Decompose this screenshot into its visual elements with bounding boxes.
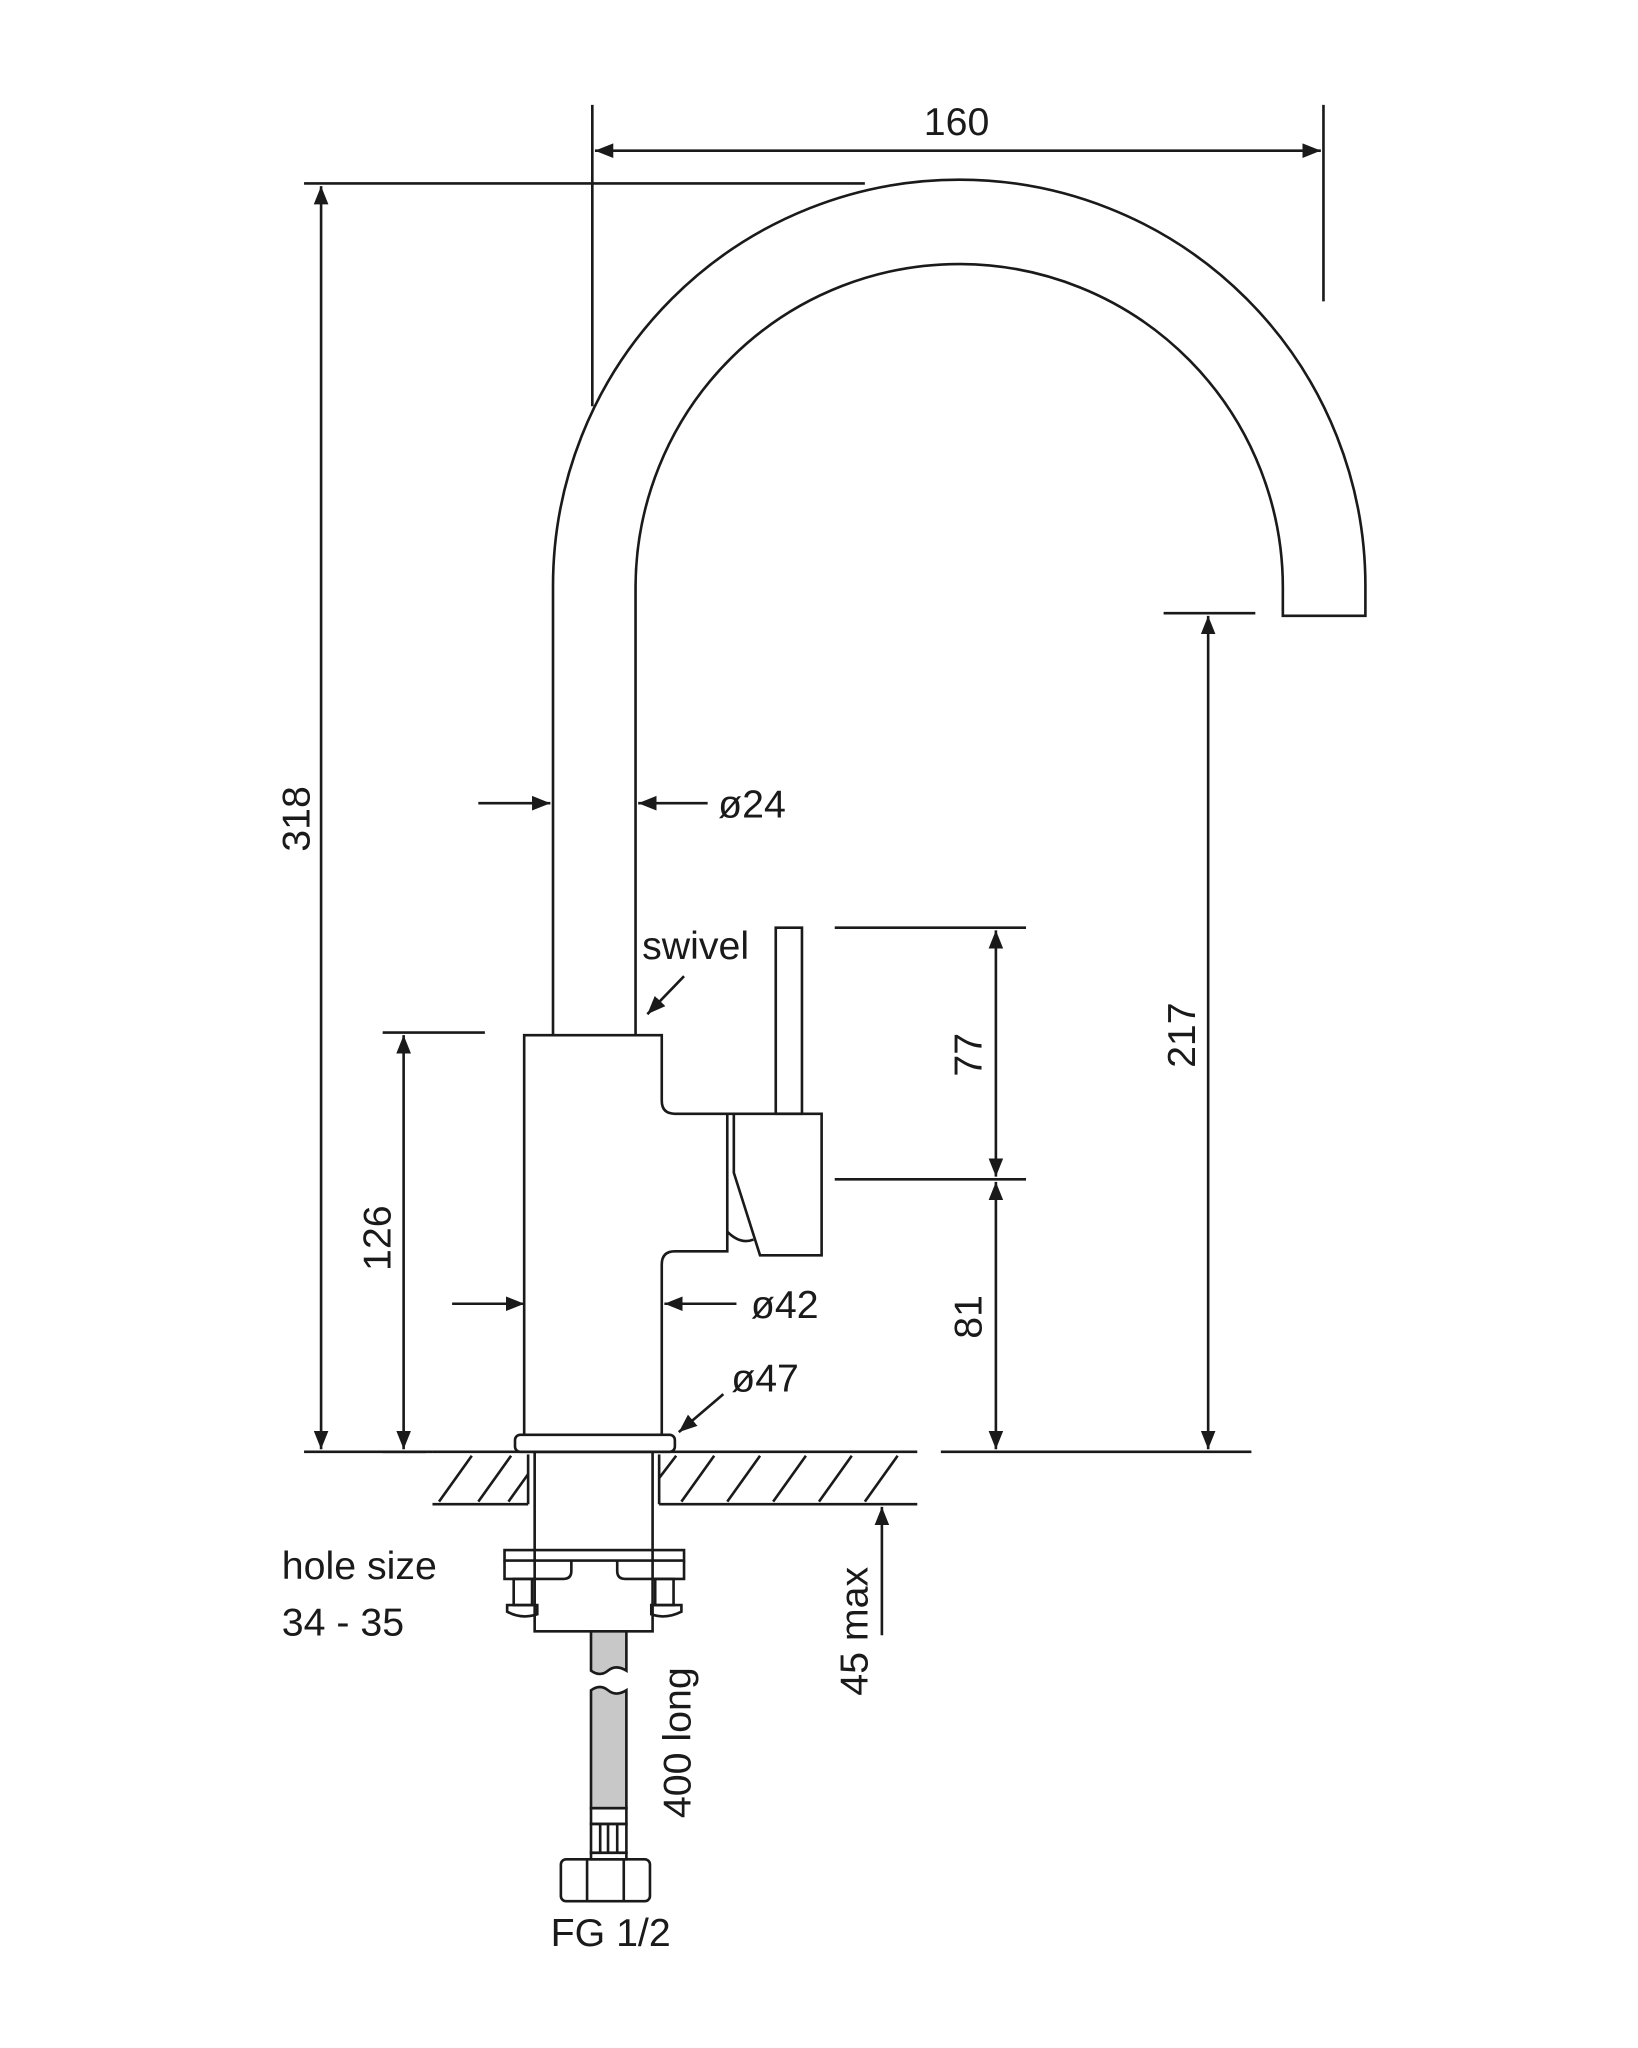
label-spout-diameter: ø24 — [718, 783, 786, 827]
supply-hose — [589, 1630, 628, 1861]
label-45-max: 45 max — [832, 1567, 876, 1696]
label-swivel: swivel — [642, 924, 749, 968]
lever-block — [726, 1112, 823, 1257]
label-hole-size-value: 34 - 35 — [282, 1600, 404, 1644]
dim-overall-height: 318 — [274, 182, 865, 1454]
hex-nut — [559, 1858, 652, 1903]
label-hose-length: 400 long — [656, 1667, 700, 1818]
label-160: 160 — [924, 100, 990, 144]
label-base-diameter: ø47 — [731, 1357, 799, 1401]
countertop — [432, 1450, 1252, 1506]
tap-body — [522, 1033, 729, 1435]
label-126: 126 — [356, 1205, 400, 1271]
base-ring — [513, 1433, 677, 1454]
label-81: 81 — [946, 1295, 990, 1339]
label-318: 318 — [274, 786, 318, 852]
spout — [551, 178, 1367, 1036]
label-connection: FG 1/2 — [551, 1911, 671, 1955]
mounting-clamp — [503, 1548, 686, 1618]
label-hole-size: hole size — [282, 1544, 437, 1588]
label-217: 217 — [1160, 1002, 1204, 1068]
label-77: 77 — [946, 1033, 990, 1077]
shank — [533, 1450, 654, 1633]
lever-handle — [774, 926, 804, 1116]
label-body-diameter: ø42 — [751, 1283, 819, 1327]
dim-spout-reach: 160 — [591, 100, 1325, 407]
